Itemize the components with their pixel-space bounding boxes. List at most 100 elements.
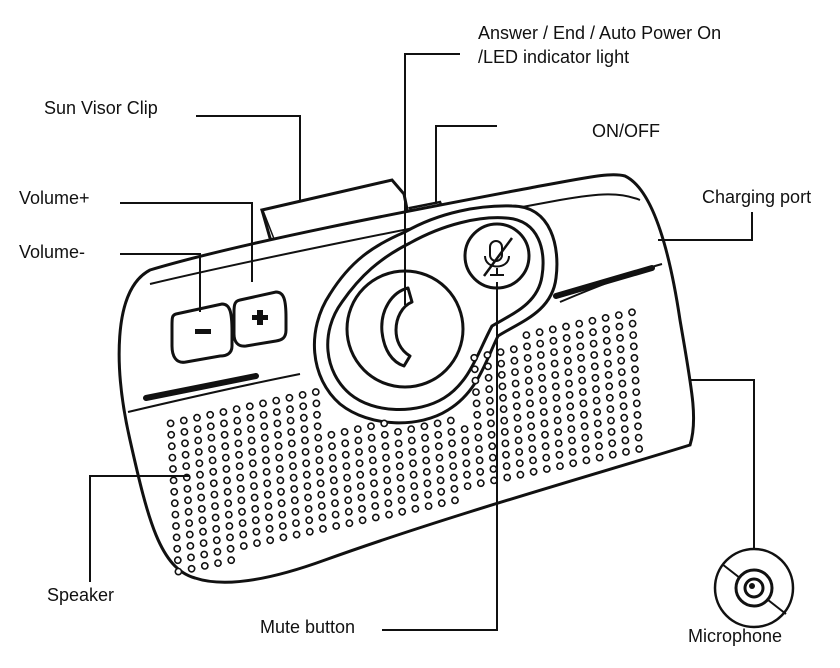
grille-hole: [357, 493, 366, 502]
grille-hole: [193, 425, 202, 433]
grille-hole: [287, 428, 296, 436]
grille-hole: [550, 359, 559, 368]
grille-hole: [502, 462, 511, 470]
grille-hole: [512, 402, 521, 411]
grille-hole: [299, 413, 308, 422]
grille-hole: [199, 527, 207, 536]
grille-hole: [221, 442, 230, 451]
grille-hole: [301, 447, 310, 456]
grille-hole: [329, 476, 338, 485]
grille-hole: [358, 516, 367, 525]
grille-hole: [358, 504, 366, 513]
grille-hole: [316, 467, 324, 476]
grille-hole: [607, 427, 616, 436]
grille-hole: [224, 499, 233, 508]
grille-hole: [253, 539, 261, 547]
volume-minus-button[interactable]: [170, 302, 234, 364]
grille-hole: [562, 333, 571, 342]
grille-hole: [278, 510, 287, 519]
grille-hole: [618, 379, 627, 388]
grille-hole: [589, 339, 598, 348]
grille-hole: [356, 470, 365, 479]
grille-hole: [370, 490, 379, 499]
grille-hole: [214, 559, 222, 567]
grille-hole: [475, 456, 484, 465]
grille-hole: [311, 388, 320, 396]
grille-hole: [529, 456, 537, 465]
grille-hole: [629, 331, 638, 339]
grille-hole: [435, 453, 444, 462]
grille-hole: [233, 427, 242, 436]
grille-hole: [410, 493, 419, 502]
grille-hole: [237, 496, 246, 505]
grille-hole: [635, 445, 644, 453]
grille-hole: [603, 348, 612, 356]
grille-hole: [622, 447, 630, 456]
grille-hole: [593, 408, 602, 416]
grille-hole: [197, 504, 206, 513]
grille-hole: [538, 385, 547, 394]
grille-hole: [577, 365, 586, 374]
grille-hole: [409, 470, 418, 479]
grille-hole: [565, 390, 574, 399]
grille-hole: [553, 405, 561, 413]
grille-hole: [552, 393, 561, 402]
grille-hole: [470, 353, 479, 362]
grille-hole: [541, 442, 550, 451]
grille-hole: [262, 467, 271, 476]
grille-hole: [356, 482, 365, 490]
grille-hole: [277, 487, 285, 496]
grille-hole: [343, 484, 352, 493]
grille-hole: [209, 479, 218, 488]
grille-hole: [590, 362, 599, 371]
grille-hole: [569, 459, 578, 468]
grille-hole: [497, 359, 506, 368]
grille-hole: [619, 390, 627, 399]
grille-hole: [198, 516, 207, 525]
grille-hole: [199, 539, 208, 547]
grille-hole: [634, 433, 643, 442]
grille-hole: [186, 542, 195, 550]
mute-button[interactable]: [463, 222, 531, 290]
grille-hole: [475, 445, 483, 453]
grille-hole: [523, 342, 531, 351]
grille-hole: [498, 382, 507, 391]
grille-hole: [210, 490, 219, 499]
grille-hole: [250, 482, 258, 490]
grille-hole: [632, 388, 641, 396]
grille-hole: [525, 388, 534, 396]
grille-hole: [194, 436, 203, 445]
grille-hole: [275, 453, 284, 462]
grille-hole: [447, 427, 456, 436]
grille-hole: [261, 445, 270, 453]
grille-hole: [206, 422, 215, 431]
grille-hole: [299, 402, 308, 411]
grille-hole: [220, 419, 228, 428]
grille-hole: [581, 433, 590, 442]
grille-hole: [169, 465, 177, 473]
volume-plus-button[interactable]: [232, 290, 288, 348]
grille-hole: [180, 427, 189, 436]
grille-hole: [181, 439, 189, 448]
grille-hole: [207, 433, 216, 442]
grille-hole: [236, 473, 245, 482]
grille-hole: [397, 496, 406, 505]
grille-hole: [510, 356, 519, 365]
grille-hole: [313, 422, 322, 431]
grille-hole: [223, 487, 232, 496]
grille-hole: [437, 499, 446, 508]
grille-hole: [196, 482, 205, 490]
grille-hole: [516, 470, 525, 479]
grille-hole: [577, 353, 585, 362]
grille-hole: [556, 462, 564, 470]
grille-hole: [239, 542, 248, 550]
grille-hole: [407, 436, 416, 445]
grille-hole: [290, 496, 299, 505]
grille-hole: [421, 445, 430, 453]
grille-hole: [550, 348, 558, 356]
grille-hole: [514, 436, 523, 445]
grille-hole: [260, 422, 269, 431]
grille-hole: [183, 484, 192, 493]
grille-hole: [628, 308, 636, 317]
grille-hole: [248, 447, 257, 456]
